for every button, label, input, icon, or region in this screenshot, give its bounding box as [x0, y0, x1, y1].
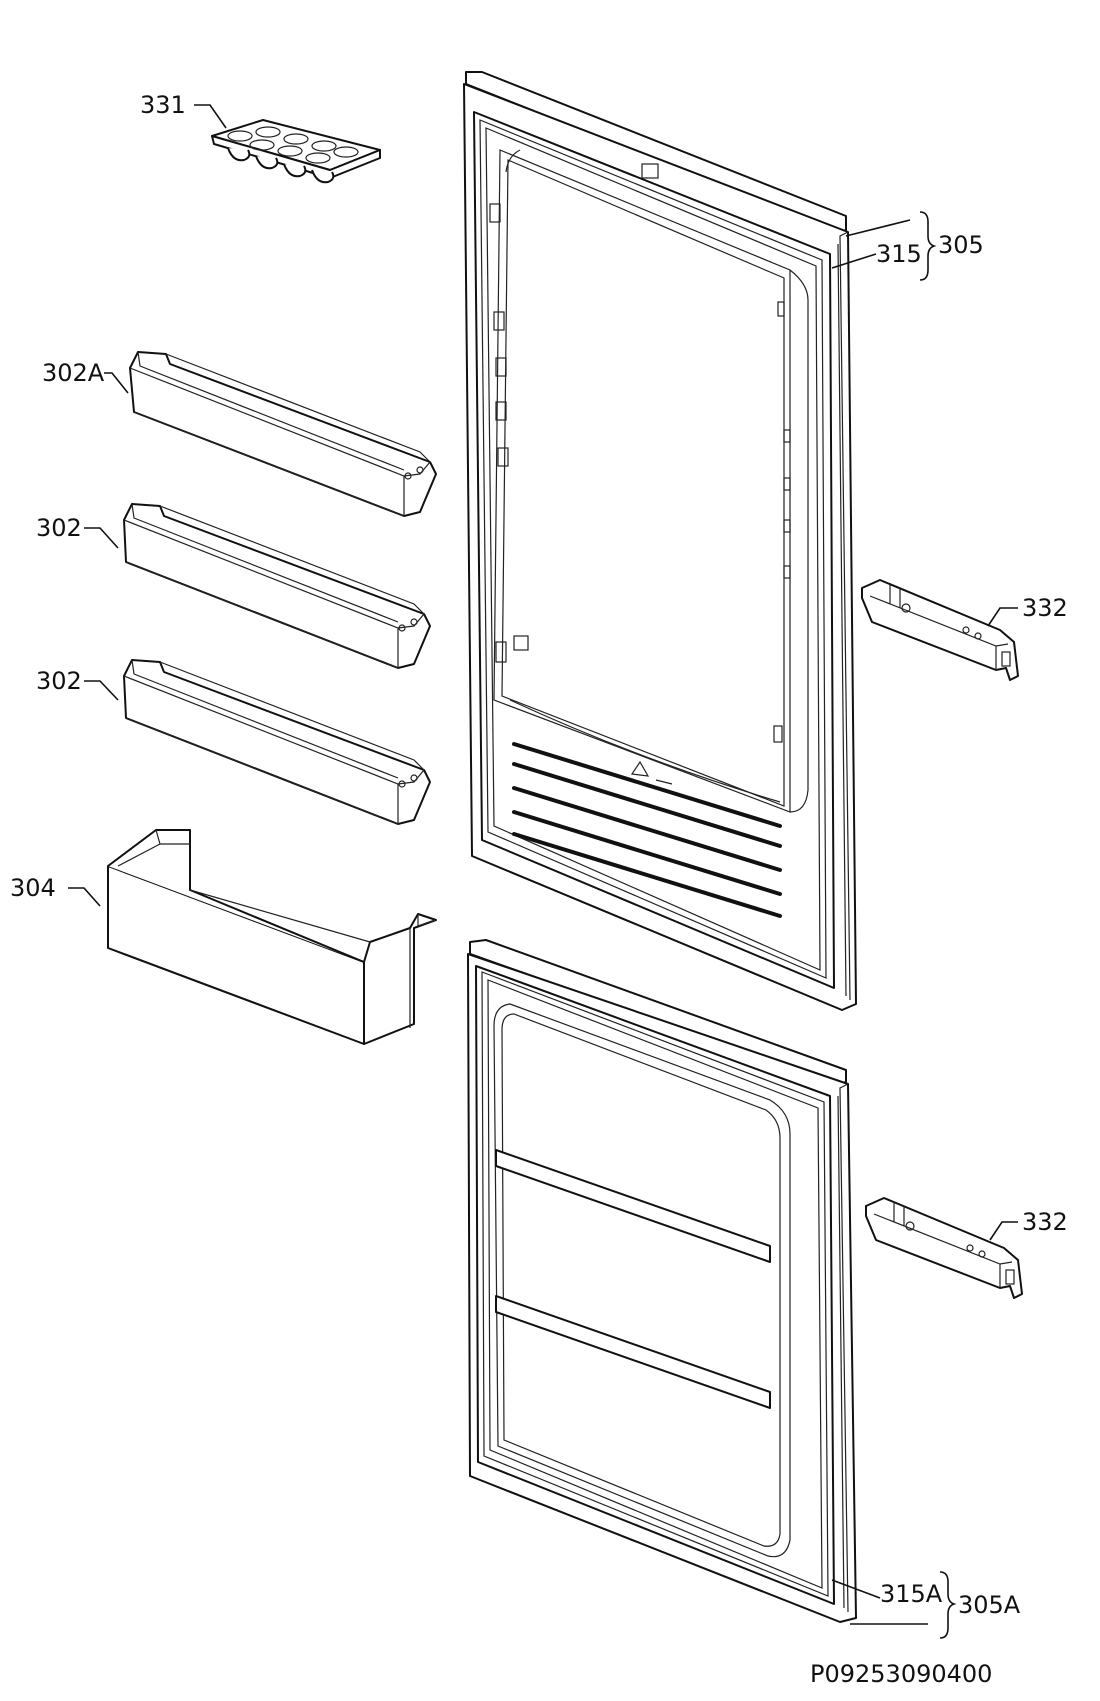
hinge-upper-part [861, 579, 1019, 681]
lower-door-part [467, 939, 857, 1623]
brace-305 [919, 211, 937, 281]
label-331: 331 [140, 91, 186, 119]
door-shelf-302a-part [129, 351, 437, 517]
label-332-lower: 332 [1022, 1208, 1068, 1236]
leader-line-332-upper [987, 607, 1018, 627]
leader-line-302-middle [84, 527, 119, 549]
brace-305a [939, 1571, 957, 1639]
label-304: 304 [10, 874, 56, 902]
leader-line-315 [831, 253, 877, 269]
label-305: 305 [938, 231, 984, 259]
leader-line-304 [68, 887, 101, 907]
leader-line-302-lower [84, 680, 119, 701]
leader-line-315a [831, 1579, 881, 1599]
label-302-lower: 302 [36, 667, 82, 695]
bottle-shelf-304-part [107, 829, 437, 1045]
leader-line-331 [194, 104, 227, 129]
hinge-lower-part [865, 1197, 1023, 1299]
egg-tray-part [211, 119, 381, 184]
leader-line-302a [104, 372, 129, 394]
label-305a: 305A [958, 1591, 1021, 1619]
label-302a: 302A [42, 359, 105, 387]
door-shelf-302-middle-part [123, 503, 431, 669]
upper-door-part [463, 71, 857, 1011]
label-315: 315 [876, 240, 922, 268]
leader-line-332-lower [989, 1221, 1018, 1241]
label-332-upper: 332 [1022, 594, 1068, 622]
door-shelf-302-lower-part [123, 659, 431, 825]
label-302-middle: 302 [36, 514, 82, 542]
leader-line-305 [845, 219, 911, 237]
label-315a: 315A [880, 1580, 943, 1608]
drawing-code: P09253090400 [810, 1660, 992, 1688]
